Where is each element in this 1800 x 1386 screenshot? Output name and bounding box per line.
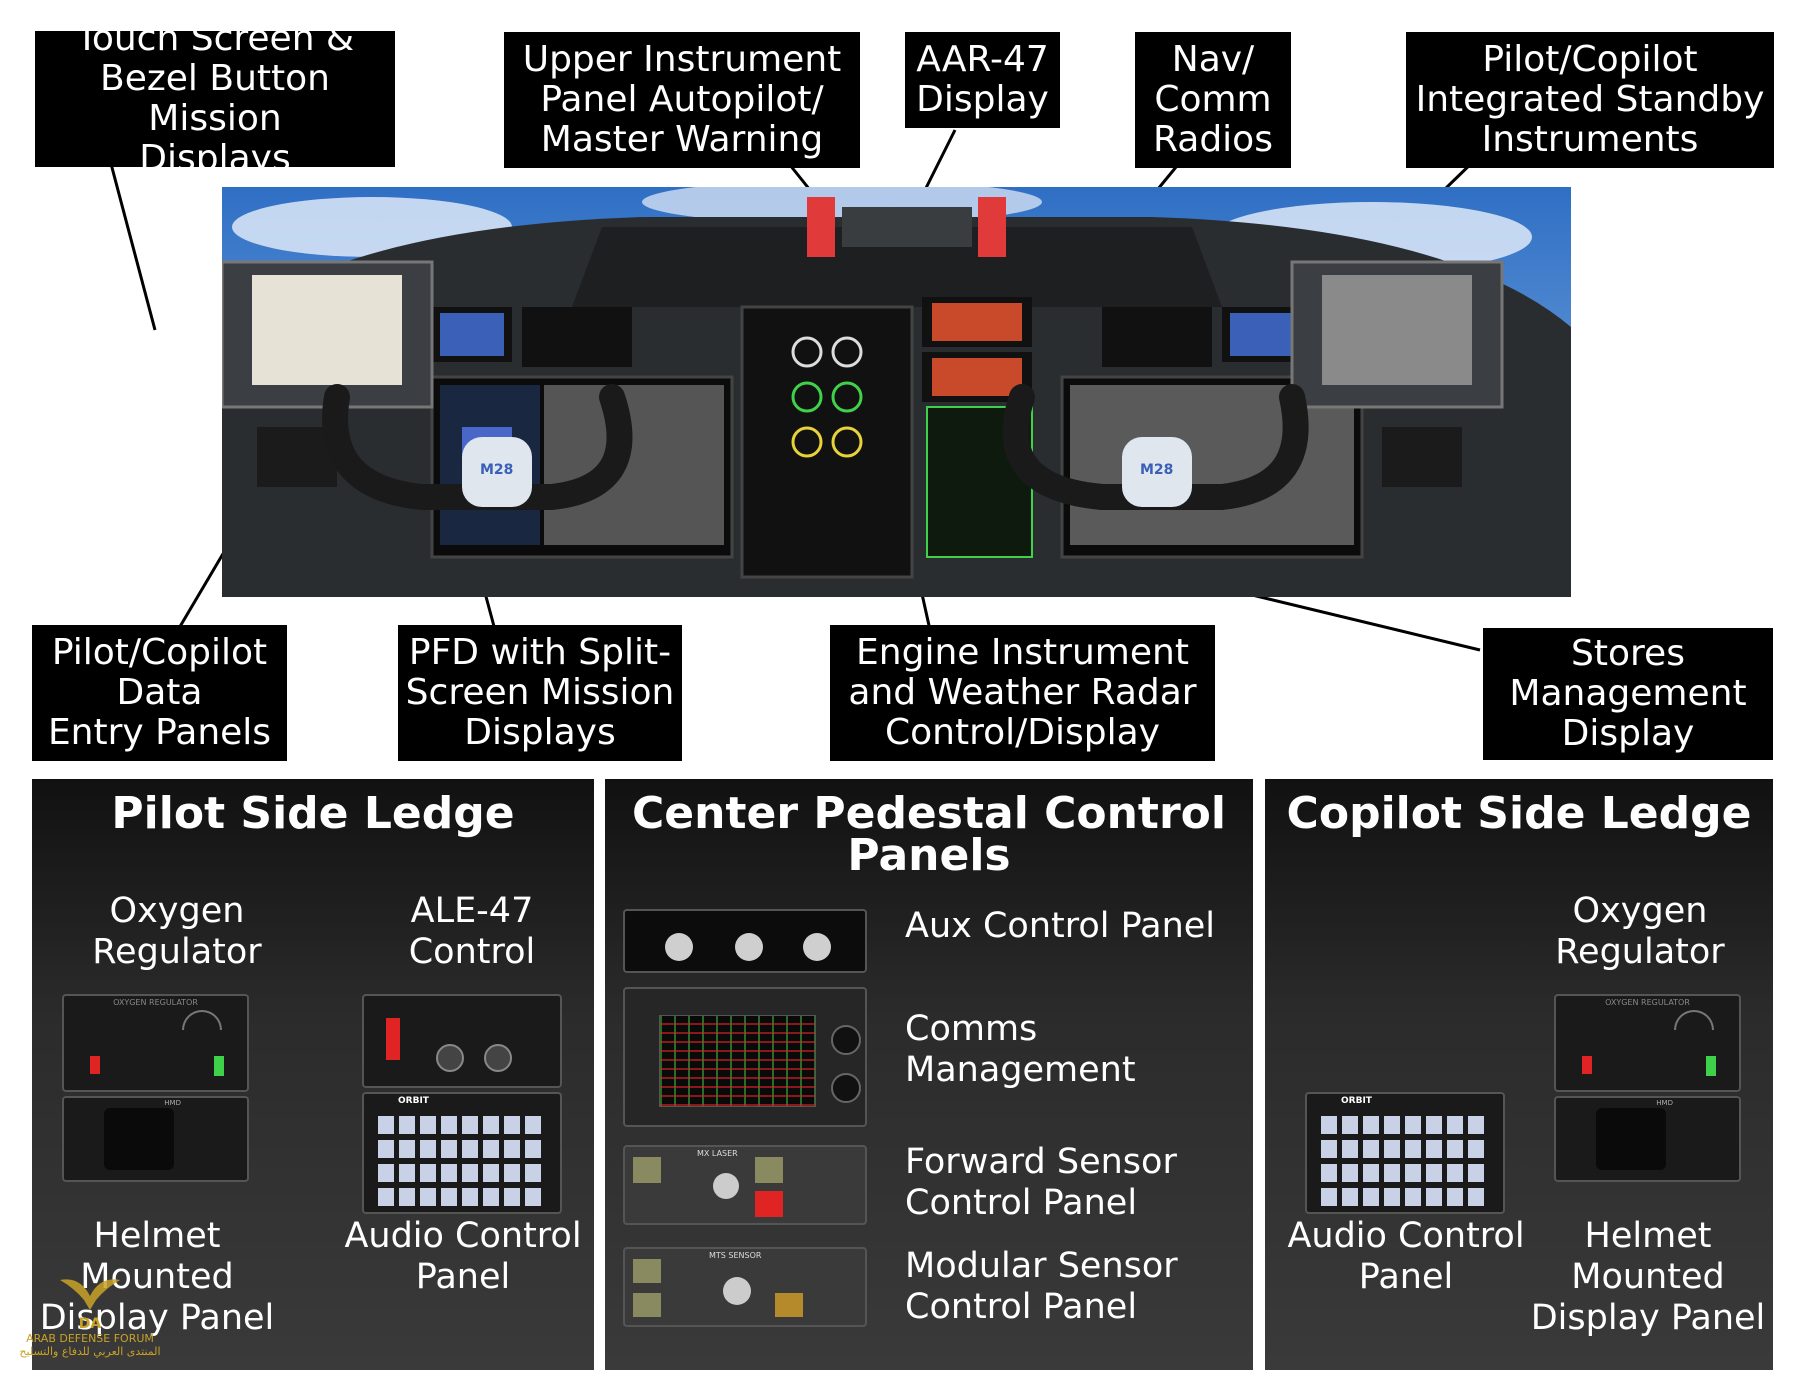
mts-motor-button (775, 1293, 803, 1317)
ale47-mode-knob-icon (436, 1044, 464, 1072)
watermark-logo-icon (60, 1270, 120, 1316)
pilot-oxygen-regulator-device: OXYGEN REGULATOR (62, 994, 249, 1092)
mx-laser-knob-icon (713, 1173, 739, 1199)
copilot-oxygen-indicator-red (1582, 1056, 1592, 1074)
callout-stores-management: Stores Management Display (1483, 628, 1773, 760)
pilot-helmet-display-label: Helmet Mounted Display Panel (39, 1216, 275, 1338)
mts-sensor-text: MTS SENSOR (709, 1251, 762, 1260)
comms-screen (659, 1015, 816, 1107)
aux-knob-3-icon (803, 933, 831, 961)
mts-laser-arm-button (633, 1293, 661, 1317)
copilot-hmd-display-window (1596, 1108, 1666, 1170)
arab-defense-forum-watermark: DA ARAB DEFENSE FORUM المنتدى العربي للد… (10, 1270, 170, 1386)
forward-sensor-label: Forward Sensor Control Panel (905, 1142, 1177, 1223)
callout-pfd-split-screen: PFD with Split- Screen Mission Displays (398, 625, 682, 761)
watermark-line-2: المنتدى العربي للدفاع والتسليح (19, 1345, 161, 1358)
pilot-hmd-panel-device: HMD (62, 1096, 249, 1182)
aux-knob-2-icon (735, 933, 763, 961)
audio-device-text: ORBIT (398, 1096, 429, 1106)
copilot-hmd-panel-device: HMD (1554, 1096, 1741, 1182)
pilot-side-ledge-panel: Pilot Side Ledge Oxygen Regulator ALE-47… (32, 779, 594, 1370)
pilot-ale47-control-label: ALE-47 Control (408, 891, 536, 972)
copilot-oxygen-indicator-green (1706, 1056, 1716, 1076)
copilot-helmet-display-label: Helmet Mounted Display Panel (1530, 1216, 1766, 1338)
copilot-side-ledge-panel: Copilot Side Ledge Oxygen Regulator OXYG… (1265, 779, 1773, 1370)
oxygen-indicator-red (90, 1056, 100, 1074)
watermark-line-1: ARAB DEFENSE FORUM (26, 1332, 154, 1345)
modular-sensor-device: MTS SENSOR (623, 1247, 867, 1327)
ale47-red-switch (386, 1018, 400, 1060)
aux-knob-1-icon (665, 933, 693, 961)
copilot-audio-device-text: ORBIT (1341, 1096, 1372, 1106)
pilot-audio-control-device: ORBIT (362, 1092, 562, 1214)
hmd-display-window (104, 1108, 174, 1170)
watermark-logo-text: DA (78, 1316, 102, 1332)
copilot-audio-control-label: Audio Control Panel (1287, 1216, 1525, 1297)
callout-nav-comm-radios: Nav/ Comm Radios (1135, 32, 1291, 168)
callout-aar47-display: AAR-47 Display (905, 32, 1060, 128)
yoke-right-label: M28 (1140, 462, 1174, 478)
pilot-audio-control-label: Audio Control Panel (344, 1216, 582, 1297)
copilot-audio-key-grid (1321, 1110, 1489, 1206)
pilot-side-ledge-title: Pilot Side Ledge (111, 788, 515, 839)
mts-joystick-icon (723, 1277, 751, 1305)
cockpit-illustration: M28 M28 (222, 187, 1571, 597)
oxygen-gauge-icon (182, 1010, 222, 1030)
center-pedestal-title: Center Pedestal Control Panels (632, 788, 1226, 881)
oxygen-regulator-device-text: OXYGEN REGULATOR (113, 998, 198, 1007)
pilot-ale47-device (362, 994, 562, 1088)
copilot-oxygen-gauge-icon (1674, 1010, 1714, 1030)
sensor-pwr-button (633, 1157, 661, 1183)
hmd-device-text: HMD (164, 1099, 181, 1107)
mts-sensor-pwr-button (633, 1259, 661, 1283)
comms-management-device (623, 987, 867, 1127)
pilot-oxygen-regulator-label: Oxygen Regulator (92, 891, 262, 972)
laser-arm-button (755, 1157, 783, 1183)
copilot-oxygen-device-text: OXYGEN REGULATOR (1605, 998, 1690, 1007)
mx-laser-text: MX LASER (697, 1149, 738, 1158)
comms-management-label: Comms Management (905, 1009, 1136, 1090)
callout-upper-instrument-panel: Upper Instrument Panel Autopilot/ Master… (504, 32, 860, 168)
aux-control-panel-label: Aux Control Panel (905, 906, 1216, 946)
copilot-oxygen-regulator-device: OXYGEN REGULATOR (1554, 994, 1741, 1092)
oxygen-indicator-green (214, 1056, 224, 1076)
fire-desig-button (755, 1191, 783, 1217)
modular-sensor-label: Modular Sensor Control Panel (905, 1246, 1178, 1327)
copilot-side-ledge-title: Copilot Side Ledge (1286, 788, 1752, 839)
copilot-oxygen-regulator-label: Oxygen Regulator (1555, 891, 1725, 972)
audio-key-grid (378, 1110, 546, 1206)
ale47-manual-knob-icon (484, 1044, 512, 1072)
forward-sensor-device: MX LASER (623, 1145, 867, 1225)
aux-control-panel-device (623, 909, 867, 973)
callout-standby-instruments: Pilot/Copilot Integrated Standby Instrum… (1406, 32, 1774, 168)
copilot-audio-control-device: ORBIT (1305, 1092, 1505, 1214)
callout-touch-screen-displays: Touch Screen & Bezel Button Mission Disp… (35, 19, 395, 179)
comms-knob-icon (831, 1025, 861, 1055)
callout-data-entry-panels: Pilot/Copilot Data Entry Panels (32, 625, 287, 761)
copilot-hmd-device-text: HMD (1656, 1099, 1673, 1107)
yoke-left-label: M28 (480, 462, 514, 478)
center-pedestal-panel: Center Pedestal Control Panels Aux Contr… (605, 779, 1253, 1370)
comms-knob-2-icon (831, 1073, 861, 1103)
callout-engine-weather-radar: Engine Instrument and Weather Radar Cont… (830, 625, 1215, 761)
